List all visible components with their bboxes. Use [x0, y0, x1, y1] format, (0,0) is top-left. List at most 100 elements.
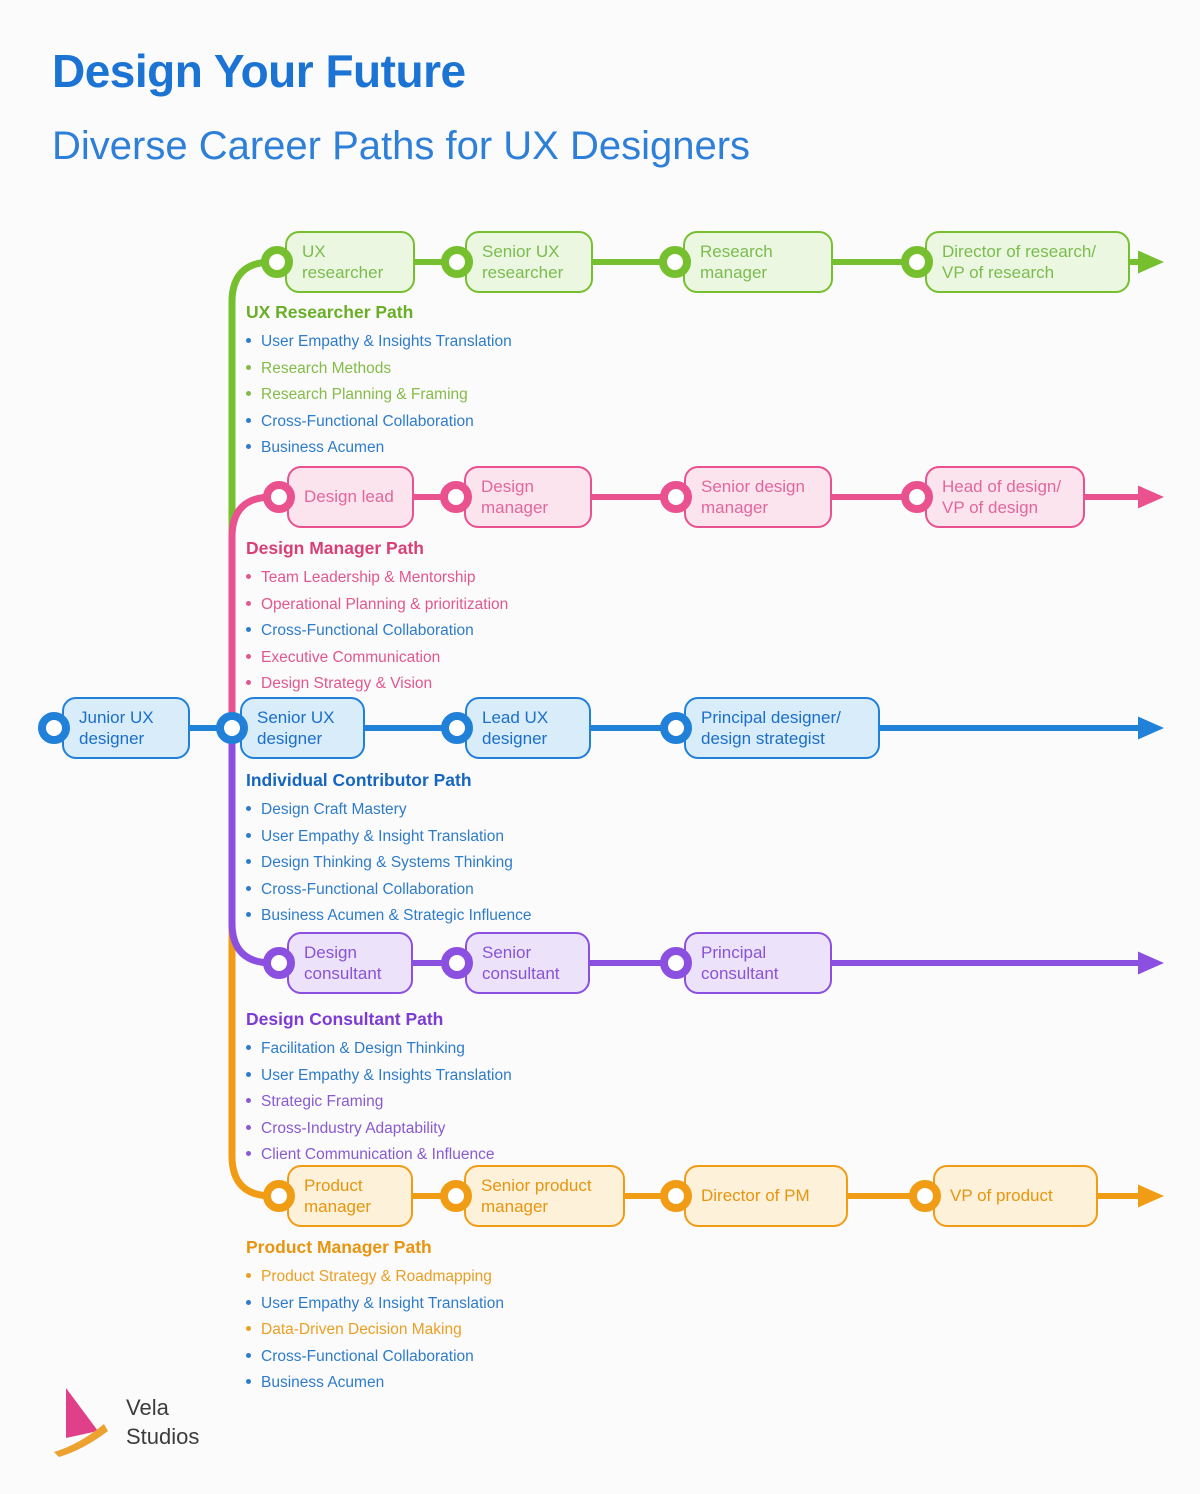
section-individual-contributor-path: Individual Contributor Path Design Craft… [246, 770, 666, 934]
node-research-manager: Research manager [683, 231, 833, 293]
skill-text: Product Strategy & Roadmapping [261, 1268, 492, 1285]
milestone-dot [263, 481, 295, 513]
bullet-dot [246, 1326, 251, 1331]
brand-logo: Vela Studios [52, 1386, 199, 1458]
bullet-dot [246, 832, 251, 838]
skill-text: Cross-Industry Adaptability [261, 1119, 446, 1137]
brand-name-line2: Studios [126, 1424, 200, 1449]
skill-text: Cross-Functional Collaboration [261, 880, 474, 898]
node-design-consultant: Design consultant [287, 932, 413, 994]
bullet-dot [246, 912, 251, 917]
bullet-dot [246, 1352, 251, 1358]
section-design-consultant-path: Design Consultant Path Facilitation & De… [246, 1009, 666, 1173]
node-label: Senior UX designer [257, 707, 335, 748]
skill-text: Cross-Functional Collaboration [261, 1347, 474, 1365]
section-design-manager-path: Design Manager Path Team Leadership & Me… [246, 538, 666, 702]
skill-text: Business Acumen [261, 439, 385, 456]
skill-text: User Empathy & Insights Translation [261, 1066, 512, 1084]
milestone-dot [440, 1180, 472, 1212]
node-label: UX researcher [302, 241, 384, 282]
bullet-dot [246, 1379, 251, 1384]
skill-item: Cross-Functional Collaboration [246, 881, 666, 899]
node-head-of-design: Head of design/ VP of design [925, 466, 1085, 528]
skill-item: Cross-Functional Collaboration [246, 413, 666, 431]
skill-text: Design Thinking & Systems Thinking [261, 854, 513, 871]
arrow-blue [1138, 716, 1164, 740]
branch-junction-dot [216, 712, 248, 744]
skill-item: User Empathy & Insights Translation [246, 333, 666, 351]
bullet-dot [246, 653, 251, 659]
skill-item: Team Leadership & Mentorship [246, 569, 666, 587]
skill-text: Design Strategy & Vision [261, 675, 433, 692]
milestone-dot [909, 1180, 941, 1212]
page-title: Design Your Future [52, 45, 466, 97]
section-product-manager-path: Product Manager Path Product Strategy & … [246, 1237, 666, 1401]
skill-item: Business Acumen [246, 439, 666, 457]
skill-text: Facilitation & Design Thinking [261, 1040, 465, 1057]
bullet-dot [246, 885, 251, 891]
node-label: Design manager [481, 476, 549, 517]
skill-text: Research Methods [261, 359, 392, 377]
bullet-dot [246, 338, 251, 343]
node-label: Design lead [304, 487, 394, 507]
milestone-dot [263, 947, 295, 979]
brand-name-line1: Vela [126, 1395, 169, 1420]
node-label: Head of design/ VP of design [942, 476, 1062, 517]
skill-item: Product Strategy & Roadmapping [246, 1268, 666, 1286]
node-principal-consultant: Principal consultant [684, 932, 832, 994]
section-title: UX Researcher Path [246, 302, 414, 322]
node-senior-ux-researcher: Senior UX researcher [465, 231, 593, 293]
bullet-dot [246, 444, 251, 449]
skill-item: Business Acumen & Strategic Influence [246, 907, 666, 925]
milestone-dot [660, 712, 692, 744]
bullet-dot [246, 364, 251, 370]
bullet-dot [246, 391, 251, 396]
brand-name: Vela Studios [126, 1393, 199, 1451]
node-label: Director of PM [701, 1186, 810, 1206]
node-label: Senior design manager [701, 476, 805, 517]
bullet-dot [246, 859, 251, 864]
milestone-dot [901, 246, 933, 278]
milestone-dot [660, 1180, 692, 1212]
skill-item: Cross-Functional Collaboration [246, 622, 666, 640]
skill-text: Cross-Functional Collaboration [261, 412, 474, 430]
milestone-dot [660, 481, 692, 513]
node-label: Junior UX designer [79, 707, 154, 748]
node-senior-ux-designer: Senior UX designer [240, 697, 365, 759]
skill-item: User Empathy & Insight Translation [246, 828, 666, 846]
skill-text: Data-Driven Decision Making [261, 1321, 462, 1338]
bullet-dot [246, 1273, 251, 1278]
skill-text: Operational Planning & prioritization [261, 595, 509, 613]
node-label: Research manager [700, 241, 773, 282]
milestone-dot [261, 246, 293, 278]
skill-text: Client Communication & Influence [261, 1146, 495, 1163]
arrow-orange [1138, 1184, 1164, 1208]
arrow-purple [1138, 951, 1164, 975]
node-director-of-research: Director of research/ VP of research [925, 231, 1130, 293]
skill-text: Business Acumen [261, 1374, 385, 1391]
node-senior-consultant: Senior consultant [465, 932, 590, 994]
bullet-dot [246, 1071, 251, 1077]
node-label: Senior UX researcher [482, 241, 564, 282]
node-label: VP of product [950, 1186, 1053, 1206]
skill-list: Team Leadership & Mentorship Operational… [246, 569, 666, 693]
node-director-of-pm: Director of PM [684, 1165, 848, 1227]
section-ux-researcher-path: UX Researcher Path User Empathy & Insigh… [246, 302, 666, 466]
skill-text: User Empathy & Insights Translation [261, 333, 512, 350]
skill-text: Research Planning & Framing [261, 386, 468, 403]
skill-item: Cross-Industry Adaptability [246, 1120, 666, 1138]
sailboat-logo-icon [54, 1388, 108, 1457]
milestone-dot [263, 1180, 295, 1212]
node-vp-of-product: VP of product [933, 1165, 1098, 1227]
skill-list: Design Craft Mastery User Empathy & Insi… [246, 801, 666, 925]
node-design-lead: Design lead [287, 466, 414, 528]
bullet-dot [246, 1151, 251, 1156]
milestone-dot [660, 947, 692, 979]
skill-item: Cross-Functional Collaboration [246, 1348, 666, 1366]
bullet-dot [246, 574, 251, 579]
milestone-dot [901, 481, 933, 513]
skill-item: Operational Planning & prioritization [246, 596, 666, 614]
skill-item: Research Planning & Framing [246, 386, 666, 404]
section-title: Product Manager Path [246, 1237, 432, 1257]
